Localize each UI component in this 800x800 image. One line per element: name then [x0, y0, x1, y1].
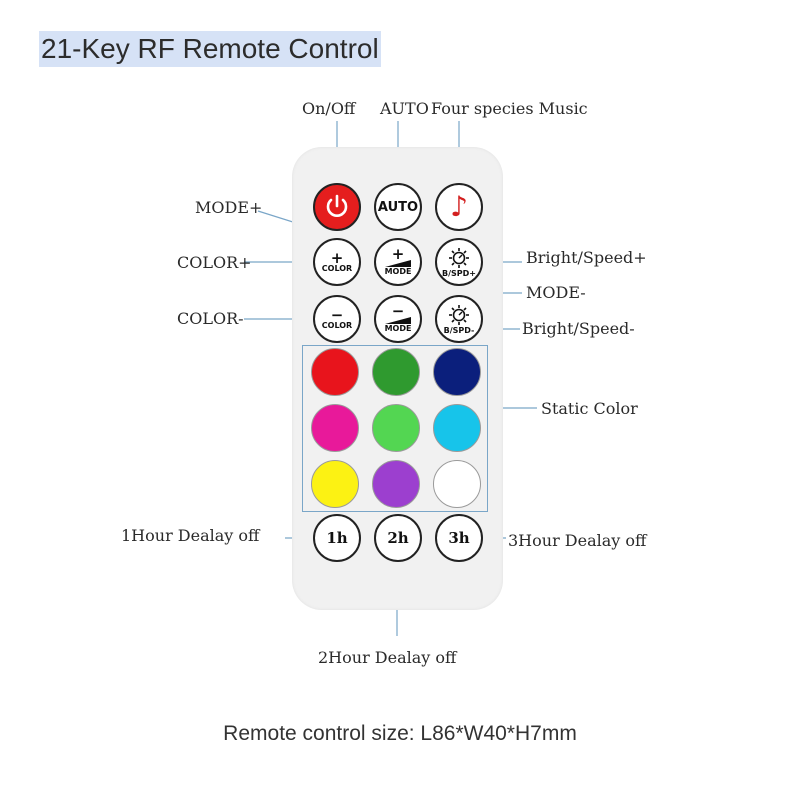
color-cyan-button[interactable]: [433, 404, 481, 452]
timer-2h-button[interactable]: 2h: [374, 514, 422, 562]
label-3hour-delay: 3Hour Dealay off: [508, 531, 647, 550]
label-1hour-delay: 1Hour Dealay off: [121, 526, 260, 545]
ramp-icon: [385, 260, 411, 267]
page-title: 21-Key RF Remote Control: [39, 31, 381, 67]
plus-icon: +: [391, 245, 405, 263]
label-on-off: On/Off: [302, 99, 356, 118]
label-color-plus: COLOR+: [177, 253, 252, 272]
mode-plus-button[interactable]: + MODE: [374, 238, 422, 286]
color-purple-button[interactable]: [372, 460, 420, 508]
label-color-minus: COLOR-: [177, 309, 244, 328]
color-green-button[interactable]: [372, 348, 420, 396]
timer-1h-button[interactable]: 1h: [313, 514, 361, 562]
label-bright-speed-minus: Bright/Speed-: [522, 319, 635, 338]
color-plus-label: COLOR: [321, 263, 353, 273]
timer-2h-label: 2h: [387, 529, 409, 547]
mode-minus-button[interactable]: − MODE: [374, 295, 422, 343]
size-caption: Remote control size: L86*W40*H7mm: [223, 722, 577, 745]
minus-icon: −: [391, 302, 405, 320]
auto-button[interactable]: AUTO: [374, 183, 422, 231]
music-button[interactable]: ♪: [435, 183, 483, 231]
bright-speed-minus-label: B/SPD-: [443, 325, 475, 335]
sun-icon: [449, 304, 469, 325]
label-bright-speed-plus: Bright/Speed+: [526, 248, 647, 267]
color-minus-button[interactable]: − COLOR: [313, 295, 361, 343]
timer-3h-button[interactable]: 3h: [435, 514, 483, 562]
color-yellow-button[interactable]: [311, 460, 359, 508]
bright-speed-minus-button[interactable]: B/SPD-: [435, 295, 483, 343]
bright-speed-plus-label: B/SPD+: [442, 268, 476, 278]
power-icon: [326, 194, 348, 217]
color-light-green-button[interactable]: [372, 404, 420, 452]
label-2hour-delay: 2Hour Dealay off: [318, 648, 457, 667]
color-plus-button[interactable]: + COLOR: [313, 238, 361, 286]
label-mode-minus: MODE-: [526, 283, 586, 302]
minus-icon: −: [330, 305, 344, 324]
static-color-frame: [302, 345, 488, 512]
power-button[interactable]: [313, 183, 361, 231]
music-note-icon: ♪: [450, 190, 468, 223]
color-magenta-button[interactable]: [311, 404, 359, 452]
bright-speed-plus-button[interactable]: B/SPD+: [435, 238, 483, 286]
mode-plus-label: MODE: [384, 267, 412, 276]
color-minus-label: COLOR: [321, 320, 353, 330]
auto-button-label: AUTO: [377, 199, 419, 215]
plus-icon: +: [330, 248, 344, 267]
timer-3h-label: 3h: [448, 529, 470, 547]
label-four-species-music: Four species Music: [431, 99, 588, 118]
color-white-button[interactable]: [433, 460, 481, 508]
color-red-button[interactable]: [311, 348, 359, 396]
color-navy-button[interactable]: [433, 348, 481, 396]
timer-1h-label: 1h: [326, 529, 348, 547]
mode-minus-label: MODE: [384, 324, 412, 333]
label-mode-plus: MODE+: [195, 198, 263, 217]
label-static-color: Static Color: [541, 399, 638, 418]
ramp-icon: [385, 317, 411, 324]
label-auto: AUTO: [380, 99, 429, 118]
sun-icon: [449, 247, 469, 268]
